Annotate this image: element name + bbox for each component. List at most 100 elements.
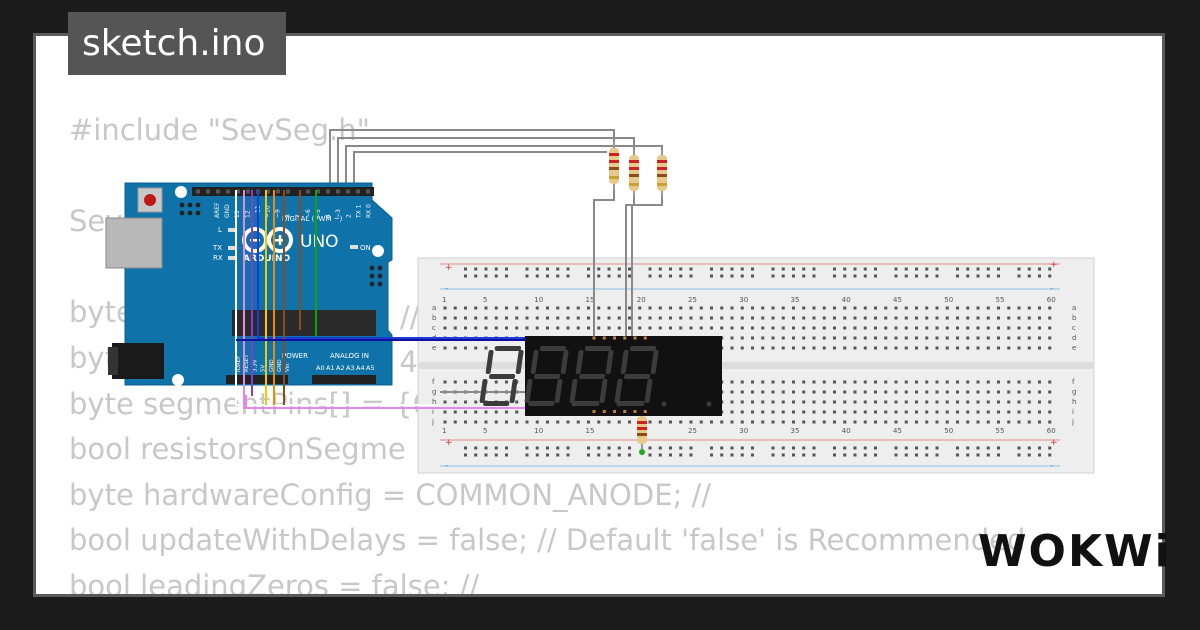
segment [530, 350, 539, 374]
row-letter: a [432, 304, 436, 312]
row-letter: g [432, 388, 436, 396]
column-number: 25 [688, 296, 697, 304]
resistor-3[interactable] [657, 150, 667, 196]
header-pin-label: 13 [234, 210, 241, 218]
l-led-label: L [218, 226, 222, 234]
segment [515, 350, 524, 374]
analog-pin-label: A2 [336, 364, 345, 372]
rail-plus-label-bottom-right: + [1050, 438, 1058, 448]
row-letter: f [432, 378, 435, 386]
analog-pin-label: A5 [366, 364, 375, 372]
segment [620, 350, 629, 374]
power-pin-label: GND [269, 359, 275, 372]
atmega-chip [232, 310, 376, 336]
decimal-point [661, 401, 667, 407]
row-letter: b [1072, 314, 1077, 322]
column-number: 40 [842, 427, 851, 435]
code-line: #include "SevSeg.h" [69, 113, 370, 147]
row-letter: a [1072, 304, 1076, 312]
analog-pin-label: A4 [356, 364, 365, 372]
power-jack [112, 343, 164, 379]
display-digits [479, 346, 712, 407]
row-letter: i [432, 408, 434, 416]
row-letter: d [1072, 334, 1076, 342]
row-letter: b [432, 314, 437, 322]
segment [578, 374, 606, 379]
analog-pin-label: A1 [326, 364, 335, 372]
header-pin-label: 4 [325, 214, 332, 218]
segment [533, 374, 561, 379]
segment [575, 350, 584, 374]
rail-minus-label: - [445, 284, 448, 294]
segment [573, 401, 600, 406]
segment [618, 401, 645, 406]
header-pin-label: TX 1 [355, 204, 362, 219]
row-letter: c [432, 324, 436, 332]
rail-minus-label-bottom-right: - [1050, 461, 1053, 471]
column-number: 30 [739, 296, 748, 304]
resistor-1[interactable] [609, 142, 619, 190]
code-line: byte [69, 295, 134, 330]
uno-model-label: UNO [300, 232, 339, 252]
segment [599, 379, 608, 403]
resistor-4[interactable] [637, 410, 647, 455]
wokwi-logo-text: WOKWi [978, 526, 1172, 577]
code-line: byte hardwareConfig = COMMON_ANODE; // [69, 477, 712, 512]
analog-pin-label: A0 [316, 364, 325, 372]
header-pin-label: ~9 [275, 209, 282, 218]
segment [528, 401, 555, 406]
power-pin-label: 3.3V [252, 359, 258, 372]
segment [584, 346, 612, 351]
segment [614, 379, 623, 403]
code-line: bool updateWithDelays = false; // Defaul… [69, 523, 1026, 558]
segment [569, 379, 578, 403]
header-pin-label: RX 0 [366, 204, 373, 218]
row-letter: e [1072, 344, 1076, 352]
segment [485, 350, 494, 374]
analog-label: ANALOG IN [330, 352, 369, 360]
rail-minus-label-right: - [1050, 284, 1053, 294]
row-letter: f [1072, 378, 1075, 386]
segment [629, 346, 657, 351]
wires-arduino [235, 190, 626, 409]
code-line: byte segmentPins[] = {6 [69, 386, 431, 421]
row-letter: c [1072, 324, 1076, 332]
code-line: bool resistorsOnSegme [69, 432, 406, 467]
column-number: 1 [442, 427, 446, 435]
header-pin-label: ~10 [265, 205, 272, 218]
column-number: 60 [1047, 427, 1056, 435]
column-number: 45 [893, 427, 902, 435]
segment [483, 401, 510, 406]
segment [605, 350, 614, 374]
segment [509, 379, 518, 403]
power-pin-label: GND [277, 359, 283, 372]
column-number: 10 [534, 427, 543, 435]
column-number: 15 [586, 427, 595, 435]
column-number: 35 [791, 427, 800, 435]
digital-label: DIGITAL (PWM ~) [282, 215, 343, 223]
header-pin-label: ~5 [315, 209, 322, 218]
resistor-2[interactable] [629, 150, 639, 196]
segment [560, 350, 569, 374]
column-number: 10 [534, 296, 543, 304]
rail-plus-label-bottom: + [445, 438, 453, 448]
segment [524, 379, 533, 403]
segment [488, 374, 516, 379]
power-pin-label: 5V [261, 365, 267, 372]
row-letter: j [1071, 418, 1074, 426]
usb-port [105, 217, 163, 269]
column-number: 5 [483, 427, 487, 435]
column-number: 50 [944, 296, 953, 304]
power-pin-label: RESET [244, 354, 250, 372]
column-number: 55 [996, 427, 1005, 435]
analog-pin-label: A3 [346, 364, 355, 372]
analog-header [312, 375, 376, 384]
seven-segment-display[interactable] [479, 336, 722, 416]
sketch-title-tab[interactable]: sketch.ino [68, 12, 286, 75]
row-letter: h [1072, 398, 1076, 406]
column-number: 60 [1047, 296, 1056, 304]
rail-plus-label-right: + [1050, 260, 1058, 270]
